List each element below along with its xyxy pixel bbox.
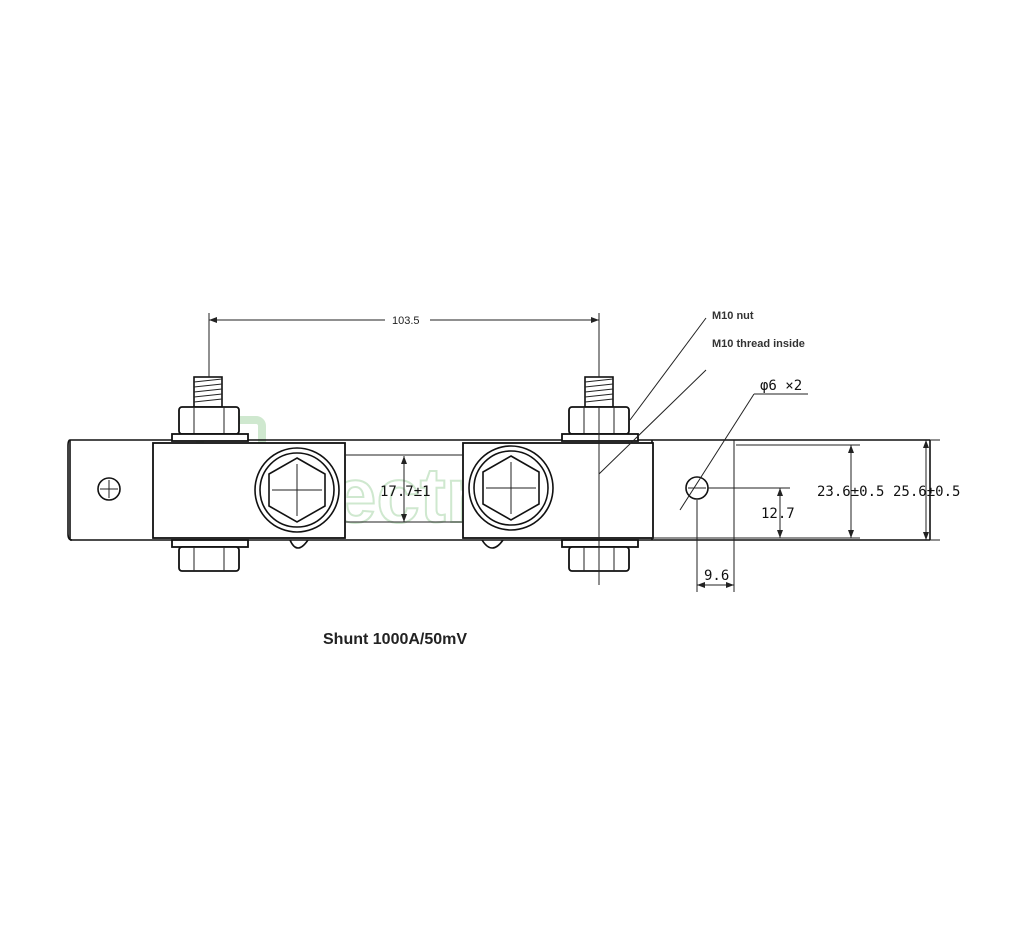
left-stud-assembly	[171, 376, 249, 572]
hole-spec-callout: φ6 ×2	[679, 378, 808, 511]
dim-inner-height-label: 23.6±0.5	[817, 484, 884, 500]
dim-hole-center: 12.7	[708, 487, 795, 538]
dim-outer-height-label: 25.6±0.5	[893, 484, 960, 500]
dim-stud-spacing-label: 103.5	[392, 315, 420, 327]
right-terminal-block	[462, 442, 654, 549]
dim-stud-spacing: 103.5	[208, 313, 600, 377]
dim-gap-height-label: 17.7±1	[380, 484, 431, 500]
note-m10-thread: M10 thread inside	[712, 338, 805, 350]
dim-outer-height: 25.6±0.5	[893, 439, 960, 541]
note-leaders: M10 nut M10 thread inside	[598, 310, 805, 475]
left-terminal-block	[152, 442, 346, 549]
drawing-caption: Shunt 1000A/50mV	[323, 631, 467, 648]
dim-inner-height: 23.6±0.5	[652, 444, 884, 539]
note-m10-nut: M10 nut	[712, 310, 754, 322]
dim-gap-height: 17.7±1	[380, 456, 431, 522]
hole-spec-label: φ6 ×2	[760, 378, 802, 394]
dim-hole-offset-label: 9.6	[704, 568, 729, 584]
left-mount-hole	[97, 477, 121, 501]
dim-hole-center-label: 12.7	[761, 506, 795, 522]
dim-hole-offset: 9.6	[696, 440, 735, 592]
